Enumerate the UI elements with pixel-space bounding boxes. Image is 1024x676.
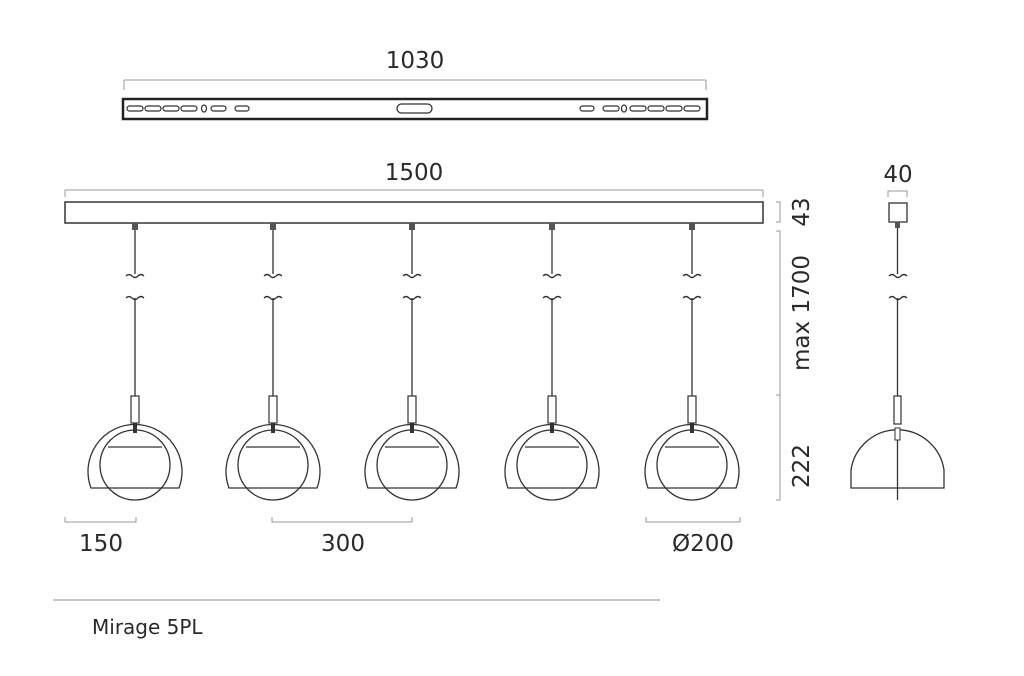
cable-length-label: max 1700 <box>789 255 815 371</box>
diameter-label: Ø200 <box>672 531 734 557</box>
canopy <box>64 201 764 224</box>
shade-height-label: 222 <box>789 444 815 488</box>
pendant-lamp <box>87 223 183 501</box>
canopy-length-label: 1500 <box>385 160 444 186</box>
side-view: 40 <box>850 162 945 500</box>
mounting-bracket: 1030 <box>121 48 709 121</box>
product-name: Mirage 5PL <box>92 615 203 639</box>
end-offset-label: 150 <box>79 531 123 557</box>
canopy-depth-label: 40 <box>883 162 912 188</box>
canopy-height-label: 43 <box>789 197 815 226</box>
pendant-lamp <box>364 223 460 501</box>
bracket-width-label: 1030 <box>386 48 445 74</box>
pendant-lamp <box>644 223 740 501</box>
pendant-lamp <box>225 223 321 501</box>
spacing-label: 300 <box>321 531 365 557</box>
pendant-lamp <box>504 223 600 501</box>
vertical-dimensions: 43 max 1700 222 <box>776 197 815 501</box>
pendant-lamps <box>87 223 740 501</box>
